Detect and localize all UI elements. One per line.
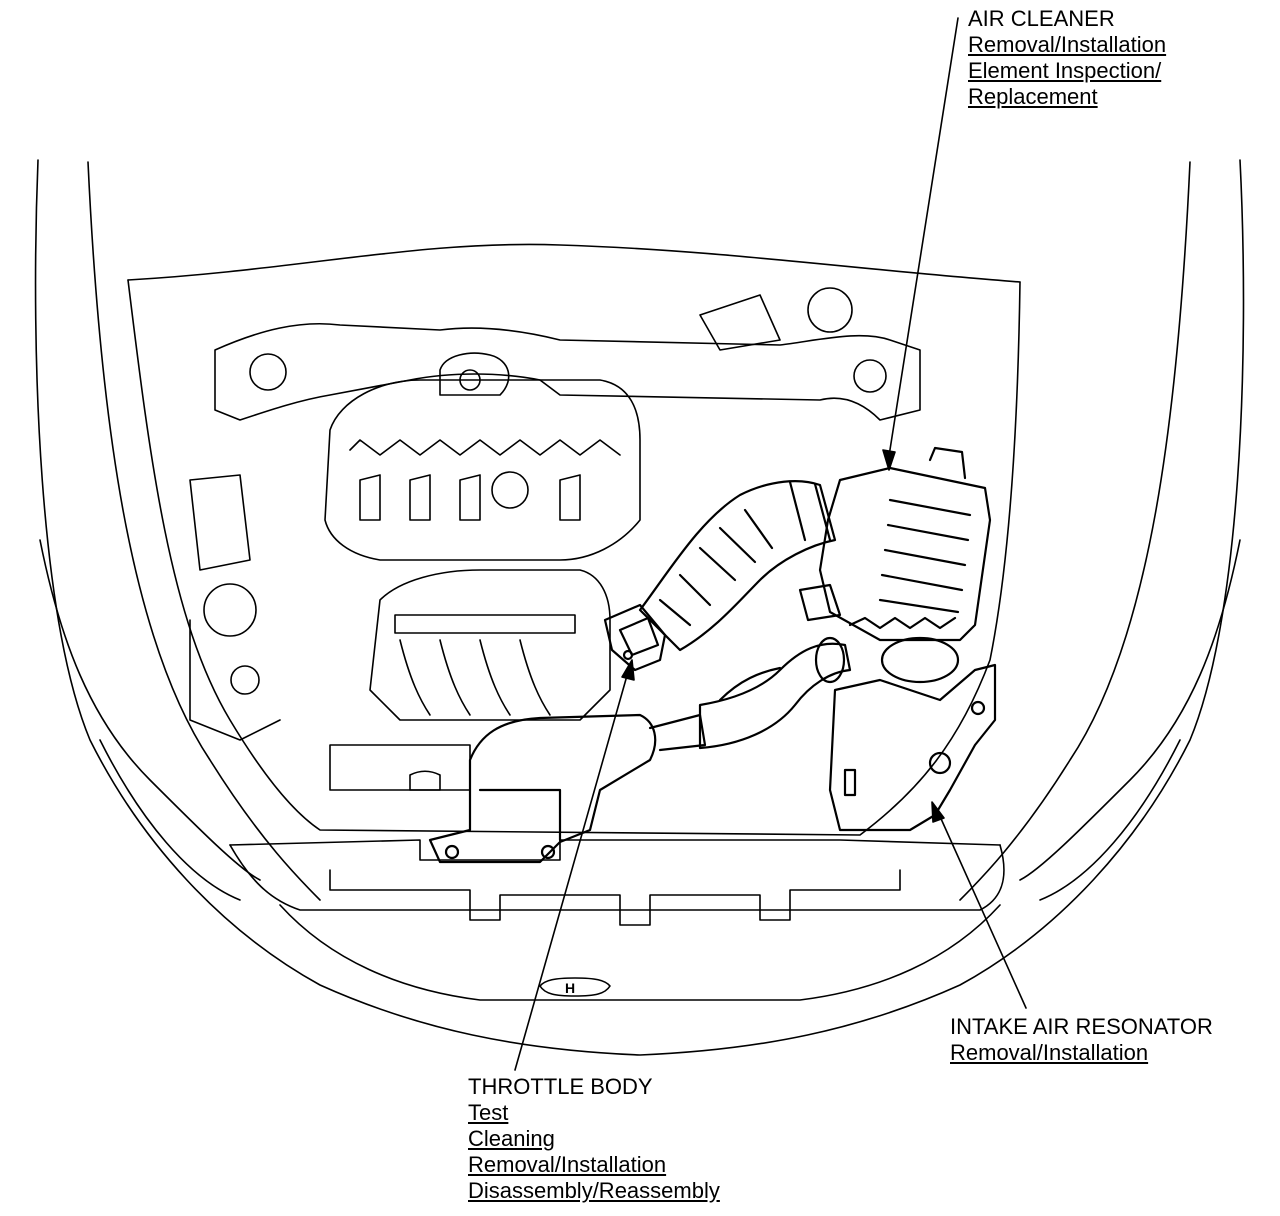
intake-air-resonator-title: INTAKE AIR RESONATOR [950, 1014, 1213, 1039]
grille-emblem [539, 977, 611, 997]
intake-manifold [369, 569, 611, 721]
front-bumper: H [229, 839, 1005, 1001]
throttle-body-callout: THROTTLE BODY Test Cleaning Removal/Inst… [468, 1074, 720, 1204]
throttle-link-test[interactable]: Test [468, 1100, 509, 1125]
leader-air-cleaner [882, 17, 959, 471]
air-cleaner-housing [798, 446, 992, 684]
throttle-body-links: Test Cleaning Removal/Installation Disas… [468, 1100, 720, 1204]
intake-duct [638, 480, 837, 652]
leader-throttle-body [514, 659, 635, 1071]
svg-text:H: H [565, 980, 575, 996]
throttle-body [603, 603, 667, 672]
engine [324, 352, 641, 561]
throttle-body-title: THROTTLE BODY [468, 1074, 653, 1099]
air-cleaner-link-replacement[interactable]: Replacement [968, 84, 1098, 109]
resonator-pipe [698, 636, 852, 750]
left-components [189, 474, 471, 791]
resonator-link-removal[interactable]: Removal/Installation [950, 1040, 1149, 1065]
intake-air-resonator-links: Removal/Installation [950, 1040, 1213, 1066]
air-cleaner-callout: AIR CLEANER Removal/Installation Element… [968, 6, 1166, 110]
air-cleaner-link-removal[interactable]: Removal/Installation [968, 32, 1167, 57]
air-cleaner-link-element-inspection[interactable]: Element Inspection/ [968, 58, 1162, 83]
intake-air-resonator-callout: INTAKE AIR RESONATOR Removal/Installatio… [950, 1014, 1213, 1066]
hood-opening [127, 243, 1021, 836]
throttle-link-cleaning[interactable]: Cleaning [468, 1126, 555, 1151]
throttle-link-removal[interactable]: Removal/Installation [468, 1152, 667, 1177]
lower-air-duct [428, 713, 707, 864]
throttle-link-disassembly[interactable]: Disassembly/Reassembly [468, 1178, 720, 1203]
vehicle-body [34, 159, 1245, 1056]
radiator-support [214, 287, 921, 421]
intake-air-resonator [828, 663, 997, 832]
air-cleaner-title: AIR CLEANER [968, 6, 1115, 31]
leader-resonator [931, 801, 1027, 1009]
air-cleaner-links: Removal/Installation Element Inspection/… [968, 32, 1166, 110]
